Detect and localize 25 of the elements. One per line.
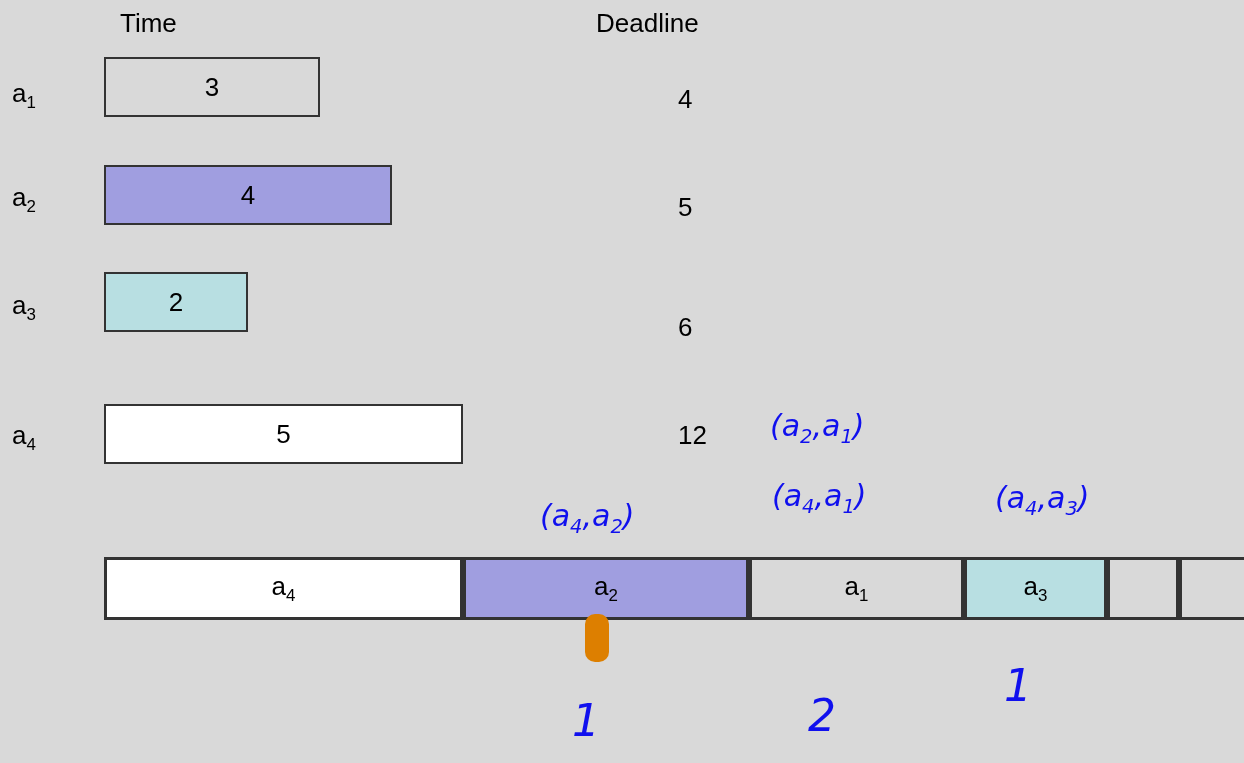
handwritten-number: 1 [572,695,600,746]
activity-label: a$_{4}$ [12,420,36,456]
schedule-slot: a$_{4}$ [104,557,463,620]
deadline-value: 4 [678,84,693,115]
deadline-value: 6 [678,312,693,343]
column-heading: Time [120,8,177,39]
deadline-value: 12 [678,420,707,451]
schedule-slot: a$_{1}$ [749,557,964,620]
duration-bar: 5 [104,404,463,464]
duration-bar: 4 [104,165,392,225]
schedule-slot: a$_{3}$ [964,557,1107,620]
handwritten-note: (a$_{4}$,a$_{3}$) [995,480,1090,520]
activity-label: a$_{2}$ [12,182,36,218]
duration-bar: 2 [104,272,248,332]
handwritten-note: (a$_{2}$,a$_{1}$) [770,408,865,448]
handwritten-number: 1 [1004,660,1032,711]
activity-label: a$_{3}$ [12,290,36,326]
activity-label: a$_{1}$ [12,78,36,114]
handwritten-note: (a$_{4}$,a$_{1}$) [772,478,867,518]
schedule-slot: a$_{2}$ [463,557,749,620]
duration-bar: 3 [104,57,320,117]
deadline-value: 5 [678,192,693,223]
handwritten-note: (a$_{4}$,a$_{2}$) [540,498,635,538]
handwritten-number: 2 [808,690,836,741]
column-heading: Deadline [596,8,699,39]
